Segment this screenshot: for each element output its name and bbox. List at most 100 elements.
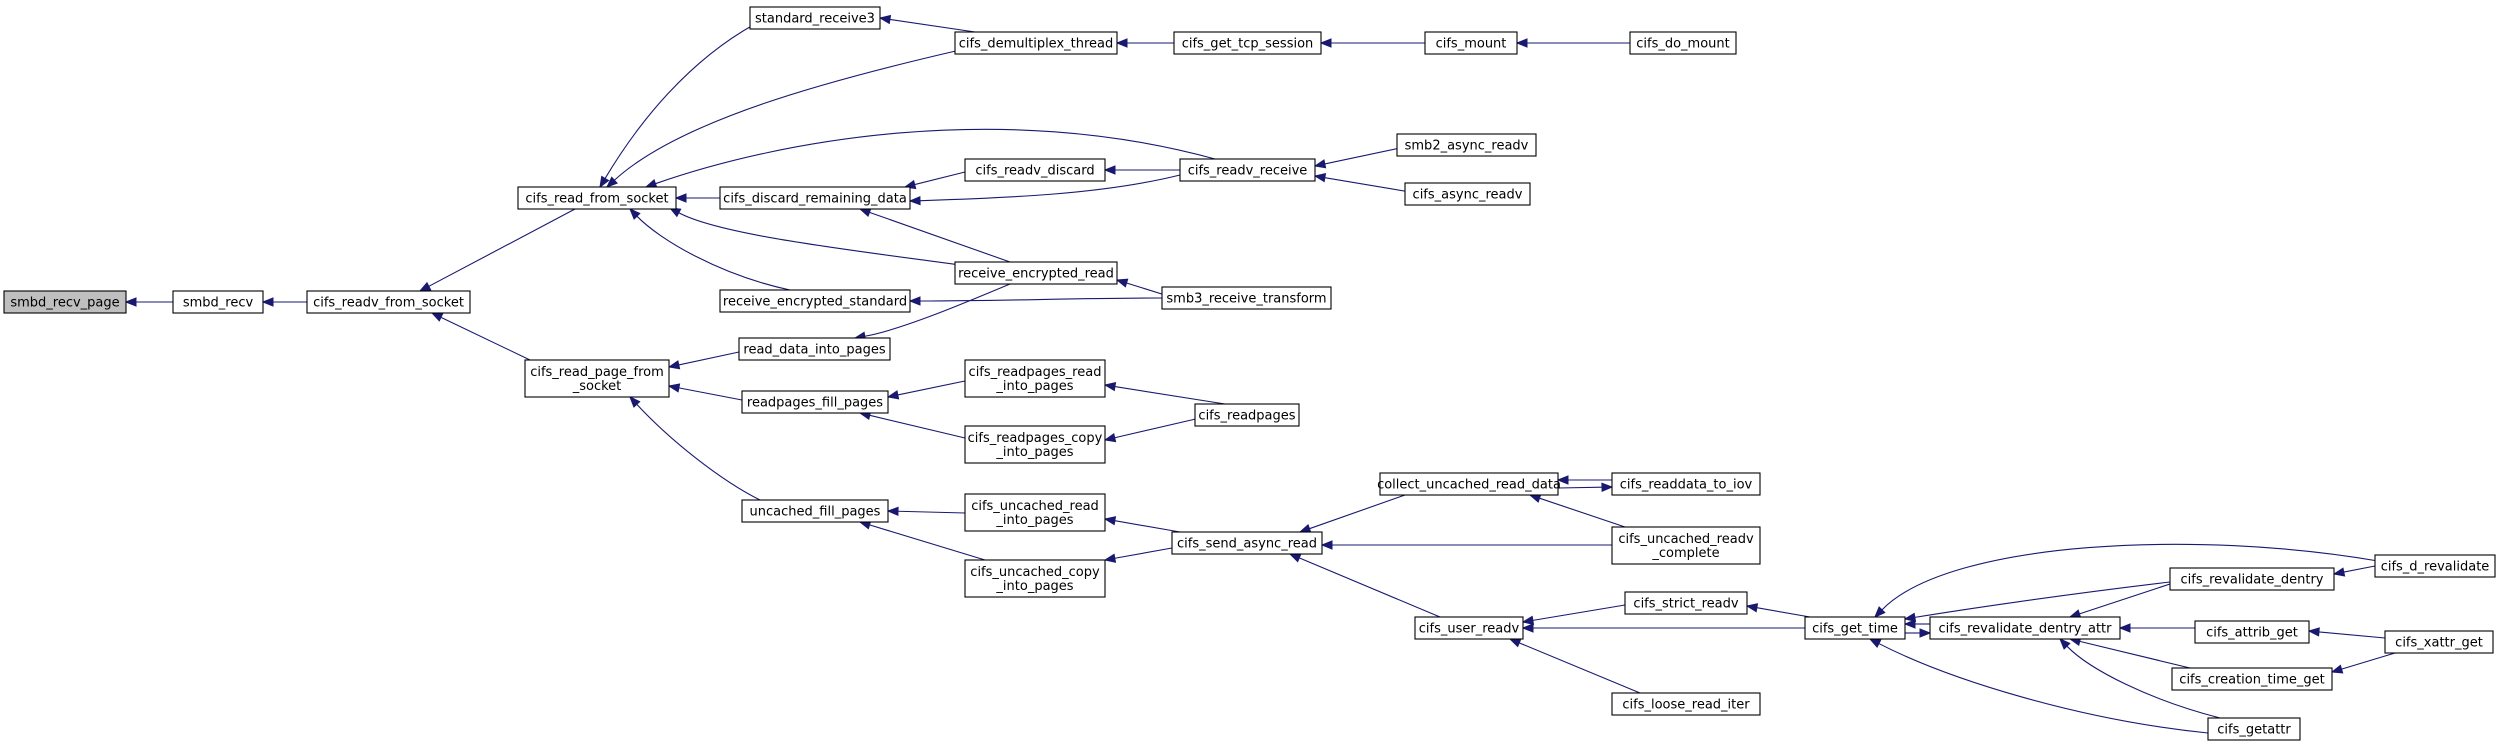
function-node-cifs-uncached-readv-complete[interactable]: cifs_uncached_readv_complete	[1611, 526, 1761, 565]
node-box	[1424, 31, 1518, 55]
node-label: smbd_recv	[183, 296, 254, 311]
function-node-cifs-readpages-read-into-pages[interactable]: cifs_readpages_read_into_pages	[964, 359, 1106, 398]
function-node-cifs-read-from-socket[interactable]: cifs_read_from_socket	[517, 186, 677, 210]
function-node-cifs-do-mount[interactable]: cifs_do_mount	[1629, 31, 1737, 55]
function-node-cifs-d-revalidate[interactable]: cifs_d_revalidate	[2374, 554, 2496, 578]
function-node-cifs-readpages-copy-into-pages[interactable]: cifs_readpages_copy_into_pages	[964, 425, 1106, 464]
call-edge	[2059, 638, 2221, 719]
call-edge	[668, 207, 961, 266]
edge-line	[1557, 486, 1603, 489]
function-node-cifs-getattr[interactable]: cifs_getattr	[2207, 717, 2301, 741]
function-node-cifs-get-time[interactable]: cifs_get_time	[1804, 616, 1906, 640]
function-node-cifs-loose-read-iter[interactable]: cifs_loose_read_iter	[1611, 692, 1761, 716]
node-label: cifs_mount	[1436, 37, 1507, 52]
edge-line	[1114, 547, 1173, 559]
node-box	[964, 158, 1106, 182]
function-node-smbd-recv[interactable]: smbd_recv	[172, 290, 264, 314]
function-node-collect-uncached-read-data[interactable]: collect_uncached_read_data	[1377, 472, 1561, 496]
function-node-cifs-async-readv[interactable]: cifs_async_readv	[1404, 182, 1531, 206]
node-label: read_data_into_pages	[743, 343, 885, 358]
call-edge	[1103, 417, 1201, 443]
node-label: _into_pages	[995, 445, 1073, 460]
function-node-standard-receive3[interactable]: standard_receive3	[749, 6, 881, 30]
arrowhead-icon	[1313, 159, 1327, 169]
function-node-smb2-async-readv[interactable]: smb2_async_readv	[1396, 133, 1537, 157]
call-edge	[418, 208, 576, 292]
node-box	[964, 359, 1106, 398]
arrowhead-icon	[2332, 567, 2346, 577]
node-label: _into_pages	[995, 579, 1073, 594]
call-edge	[629, 396, 761, 501]
function-node-cifs-read-page-from-socket[interactable]: cifs_read_page_from_socket	[524, 359, 670, 398]
node-box	[1611, 472, 1761, 496]
function-node-cifs-demultiplex-thread[interactable]: cifs_demultiplex_thread	[954, 31, 1118, 55]
function-node-cifs-revalidate-dentry-attr[interactable]: cifs_revalidate_dentry_attr	[1929, 616, 2121, 640]
function-node-cifs-get-tcp-session[interactable]: cifs_get_tcp_session	[1173, 31, 1322, 55]
node-box	[1396, 133, 1537, 157]
edge-line	[1878, 643, 2209, 734]
function-node-read-data-into-pages[interactable]: read_data_into_pages	[738, 337, 891, 361]
node-label: cifs_creation_time_get	[2179, 673, 2324, 688]
function-node-uncached-fill-pages[interactable]: uncached_fill_pages	[741, 499, 889, 523]
function-node-cifs-xattr-get[interactable]: cifs_xattr_get	[2384, 630, 2494, 654]
function-node-cifs-creation-time-get[interactable]: cifs_creation_time_get	[2171, 667, 2333, 691]
edge-line	[604, 23, 756, 179]
call-edge	[1313, 173, 1411, 193]
node-label: smb2_async_readv	[1405, 139, 1529, 154]
node-label: standard_receive3	[755, 12, 875, 27]
function-node-receive-encrypted-standard[interactable]: receive_encrypted_standard	[719, 289, 911, 313]
function-node-cifs-mount[interactable]: cifs_mount	[1424, 31, 1518, 55]
node-label: cifs_readpages_copy	[968, 431, 1103, 446]
call-edge	[667, 351, 740, 370]
function-node-cifs-readpages[interactable]: cifs_readpages	[1194, 403, 1300, 427]
function-node-cifs-uncached-read-into-pages[interactable]: cifs_uncached_read_into_pages	[964, 493, 1106, 532]
function-node-cifs-uncached-copy-into-pages[interactable]: cifs_uncached_copy_into_pages	[964, 559, 1106, 598]
node-box	[2374, 554, 2496, 578]
call-edge	[1521, 623, 1805, 633]
edge-line	[1324, 147, 1401, 165]
edge-line	[678, 387, 743, 401]
function-node-cifs-discard-remaining-data[interactable]: cifs_discard_remaining_data	[719, 186, 911, 210]
node-label: cifs_readv_discard	[975, 164, 1094, 179]
call-edge	[599, 23, 756, 189]
arrowhead-icon	[1320, 540, 1333, 550]
function-node-cifs-revalidate-dentry[interactable]: cifs_revalidate_dentry	[2169, 567, 2335, 591]
arrowhead-icon	[1508, 638, 1522, 648]
node-label: cifs_read_page_from	[530, 365, 664, 380]
call-edge	[1298, 494, 1406, 533]
function-node-cifs-readv-from-socket[interactable]: cifs_readv_from_socket	[306, 290, 471, 314]
edge-line	[1539, 497, 1626, 528]
node-box	[1173, 31, 1322, 55]
function-node-cifs-send-async-read[interactable]: cifs_send_async_read	[1171, 531, 1323, 555]
function-node-cifs-attrib-get[interactable]: cifs_attrib_get	[2194, 620, 2310, 644]
arrowhead-icon	[1103, 516, 1117, 526]
call-edge	[1508, 638, 1641, 694]
node-label: cifs_do_mount	[1636, 37, 1730, 52]
function-node-cifs-readdata-to-iov[interactable]: cifs_readdata_to_iov	[1611, 472, 1761, 496]
node-label: smb3_receive_transform	[1166, 292, 1326, 307]
call-edge	[629, 208, 791, 291]
function-node-smbd-recv-page[interactable]: smbd_recv_page	[3, 290, 127, 314]
node-label: uncached_fill_pages	[750, 505, 881, 520]
call-edge	[1903, 581, 2171, 622]
node-label: cifs_uncached_copy	[970, 565, 1100, 580]
node-box	[1929, 616, 2121, 640]
arrowhead-icon	[430, 312, 444, 322]
edge-line	[2341, 652, 2396, 670]
call-edge	[2068, 583, 2171, 619]
function-node-receive-encrypted-read[interactable]: receive_encrypted_read	[954, 261, 1118, 285]
arrowhead-icon	[1319, 38, 1332, 48]
call-edge	[124, 297, 173, 307]
function-node-smb3-receive-transform[interactable]: smb3_receive_transform	[1161, 286, 1332, 310]
function-node-cifs-readv-discard[interactable]: cifs_readv_discard	[964, 158, 1106, 182]
node-box	[1161, 286, 1332, 310]
function-node-readpages-fill-pages[interactable]: readpages_fill_pages	[741, 390, 889, 414]
function-node-cifs-user-readv[interactable]: cifs_user_readv	[1414, 616, 1524, 640]
function-node-cifs-strict-readv[interactable]: cifs_strict_readv	[1624, 591, 1748, 615]
arrowhead-icon	[1868, 638, 1882, 648]
call-edge	[261, 297, 307, 307]
call-edge	[2332, 565, 2376, 577]
call-edge	[1320, 540, 1612, 550]
function-node-cifs-readv-receive[interactable]: cifs_readv_receive	[1179, 158, 1316, 182]
